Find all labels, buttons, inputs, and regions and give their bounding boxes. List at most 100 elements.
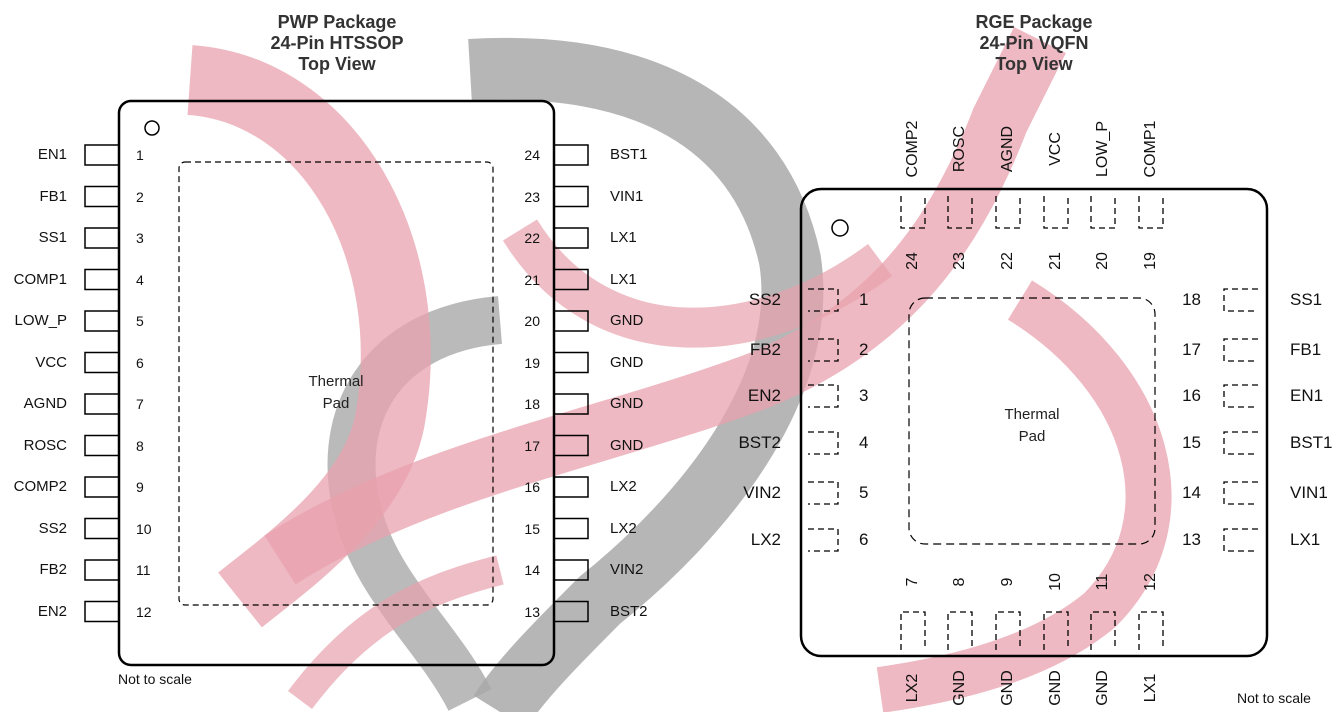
rge-left-pin-name: SS2 bbox=[748, 290, 781, 309]
rge-bottom-pin-number: 9 bbox=[999, 577, 1016, 587]
pwp-right-pin-lead bbox=[554, 600, 589, 623]
rge-top-pin-number: 24 bbox=[904, 252, 921, 270]
rge-left-pin-number: 2 bbox=[859, 340, 869, 359]
rge-right-pin-lead bbox=[1223, 384, 1258, 408]
rge-bottom-pin-lead bbox=[995, 611, 1021, 650]
pwp-right-pin-name: GND bbox=[610, 436, 644, 454]
pwp-left-pin-number: 12 bbox=[136, 603, 152, 620]
rge-left-pin-number: 3 bbox=[859, 386, 869, 405]
pwp-left-pin-name: EN1 bbox=[37, 146, 67, 163]
pwp-right-pin-number: 22 bbox=[524, 230, 540, 246]
rge-bottom-pin-name: LX2 bbox=[904, 673, 921, 703]
pwp-left-pin-number: 1 bbox=[136, 147, 144, 163]
rge-left-pin-number: 4 bbox=[859, 433, 869, 452]
rge-right-pin-lead bbox=[1223, 431, 1258, 455]
pwp-package-body bbox=[117, 99, 556, 667]
rge-bottom-pin-number: 10 bbox=[1047, 573, 1064, 591]
pwp-right-pin-number: 24 bbox=[524, 147, 540, 163]
rge-bottom-pin-number: 11 bbox=[1094, 573, 1111, 591]
rge-top-pin-name: COMP1 bbox=[1142, 120, 1159, 178]
pwp-right-pin-name: GND bbox=[610, 395, 644, 412]
pwp-right-pin-lead bbox=[554, 434, 589, 457]
pwp-left-pin-lead bbox=[84, 144, 119, 166]
pwp-right-pin-number: 18 bbox=[524, 396, 540, 412]
pwp-right-pin-name: BST1 bbox=[610, 146, 648, 163]
pwp-right-pin-lead bbox=[554, 476, 589, 498]
rge-top-pin-name: COMP2 bbox=[904, 120, 921, 178]
pwp-right-pin-number: 16 bbox=[524, 479, 540, 495]
pwp-right-pin-number: 13 bbox=[524, 603, 540, 620]
rge-right-pin-name: VIN1 bbox=[1290, 483, 1328, 502]
rge-not-to-scale: Not to scale bbox=[1237, 690, 1311, 706]
pwp-left-pin-lead bbox=[84, 351, 119, 374]
rge-bottom-pin-lead bbox=[1043, 611, 1069, 650]
pwp-right-pin-number: 20 bbox=[524, 313, 540, 329]
pwp-right-pin-number: 14 bbox=[524, 562, 540, 578]
pwp-left-pin-name: LOW_P bbox=[14, 312, 67, 329]
rge-right-pin-number: 13 bbox=[1182, 530, 1201, 549]
watermark-pink-tail bbox=[288, 555, 504, 710]
rge-right-pin-lead bbox=[1223, 338, 1258, 362]
pwp-right-pin-lead bbox=[554, 559, 589, 581]
rge-bottom-pin-name: GND bbox=[999, 670, 1016, 706]
rge-bottom-pin-lead bbox=[1090, 611, 1116, 650]
rge-right-pin-name: EN1 bbox=[1290, 386, 1324, 405]
pwp-left-pin-number: 2 bbox=[136, 188, 144, 205]
pwp-pin1-marker bbox=[144, 120, 160, 136]
pwp-left-pin-number: 11 bbox=[136, 562, 151, 578]
pwp-pad-label: Pad bbox=[322, 395, 350, 412]
pwp-right-pin-number: 23 bbox=[524, 188, 540, 205]
rge-left-pin-lead bbox=[808, 528, 839, 552]
rge-left-pin-name: FB2 bbox=[749, 340, 781, 359]
rge-top-pin-name: AGND bbox=[999, 125, 1016, 173]
rge-right-pin-name: LX1 bbox=[1290, 530, 1321, 549]
pwp-left-pin-name: VCC bbox=[35, 353, 67, 371]
pwp-left-pin-name: EN2 bbox=[37, 602, 67, 620]
package-outlines bbox=[84, 99, 1269, 667]
rge-top-pin-number: 22 bbox=[999, 252, 1016, 270]
pwp-right-pin-name: VIN2 bbox=[610, 561, 644, 578]
pwp-right-pin-lead bbox=[554, 144, 589, 166]
pwp-not-to-scale: Not to scale bbox=[118, 671, 192, 687]
pwp-left-pin-name: SS2 bbox=[38, 519, 67, 537]
pwp-left-pin-lead bbox=[84, 227, 119, 249]
rge-package-body bbox=[799, 187, 1269, 658]
pwp-right-pin-lead bbox=[554, 517, 589, 540]
watermark-pink-mid bbox=[502, 219, 892, 348]
rge-right-pin-name: FB1 bbox=[1290, 340, 1322, 359]
watermark-pink-right bbox=[876, 280, 1172, 712]
pwp-left-pin-number: 6 bbox=[136, 354, 144, 371]
pwp-title-line: PWP Package bbox=[277, 12, 397, 32]
watermark-logo bbox=[186, 27, 1172, 712]
rge-left-pin-lead bbox=[808, 431, 839, 455]
rge-right-pin-number: 14 bbox=[1182, 483, 1201, 502]
pwp-left-pin-lead bbox=[84, 600, 119, 623]
rge-right-pin-number: 17 bbox=[1182, 340, 1201, 359]
pwp-thermal-pad bbox=[178, 161, 494, 606]
pwp-right-pin-name: BST2 bbox=[610, 602, 648, 620]
rge-top-pin-number: 21 bbox=[1047, 252, 1064, 270]
pwp-right-pin-name: GND bbox=[610, 353, 644, 371]
rge-pad-label: Pad bbox=[1018, 428, 1046, 445]
rge-left-pin-name: LX2 bbox=[750, 530, 781, 549]
rge-top-pin-lead bbox=[995, 196, 1021, 229]
rge-bottom-pin-lead bbox=[947, 611, 973, 650]
pwp-left-pin-name: FB1 bbox=[39, 187, 67, 205]
pwp-right-pin-lead bbox=[554, 351, 589, 374]
pwp-left-pin-name: FB2 bbox=[39, 561, 67, 578]
rge-bottom-pin-name: GND bbox=[1047, 670, 1064, 706]
pwp-left-pin-name: ROSC bbox=[23, 436, 67, 454]
pwp-right-pin-lead bbox=[554, 310, 589, 332]
pwp-left-pin-number: 9 bbox=[136, 479, 144, 495]
rge-title-line: Top View bbox=[995, 54, 1073, 74]
rge-right-pin-number: 16 bbox=[1182, 386, 1201, 405]
diagram-canvas bbox=[84, 27, 1269, 712]
rge-title-line: RGE Package bbox=[975, 12, 1093, 32]
rge-top-pin-number: 23 bbox=[951, 252, 968, 270]
pwp-right-pin-number: 21 bbox=[524, 271, 540, 288]
rge-bottom-pin-number: 8 bbox=[951, 577, 968, 587]
rge-top-pin-lead bbox=[947, 196, 973, 229]
rge-pad-label: Thermal bbox=[1004, 406, 1060, 423]
rge-title-line: 24-Pin VQFN bbox=[979, 33, 1089, 53]
